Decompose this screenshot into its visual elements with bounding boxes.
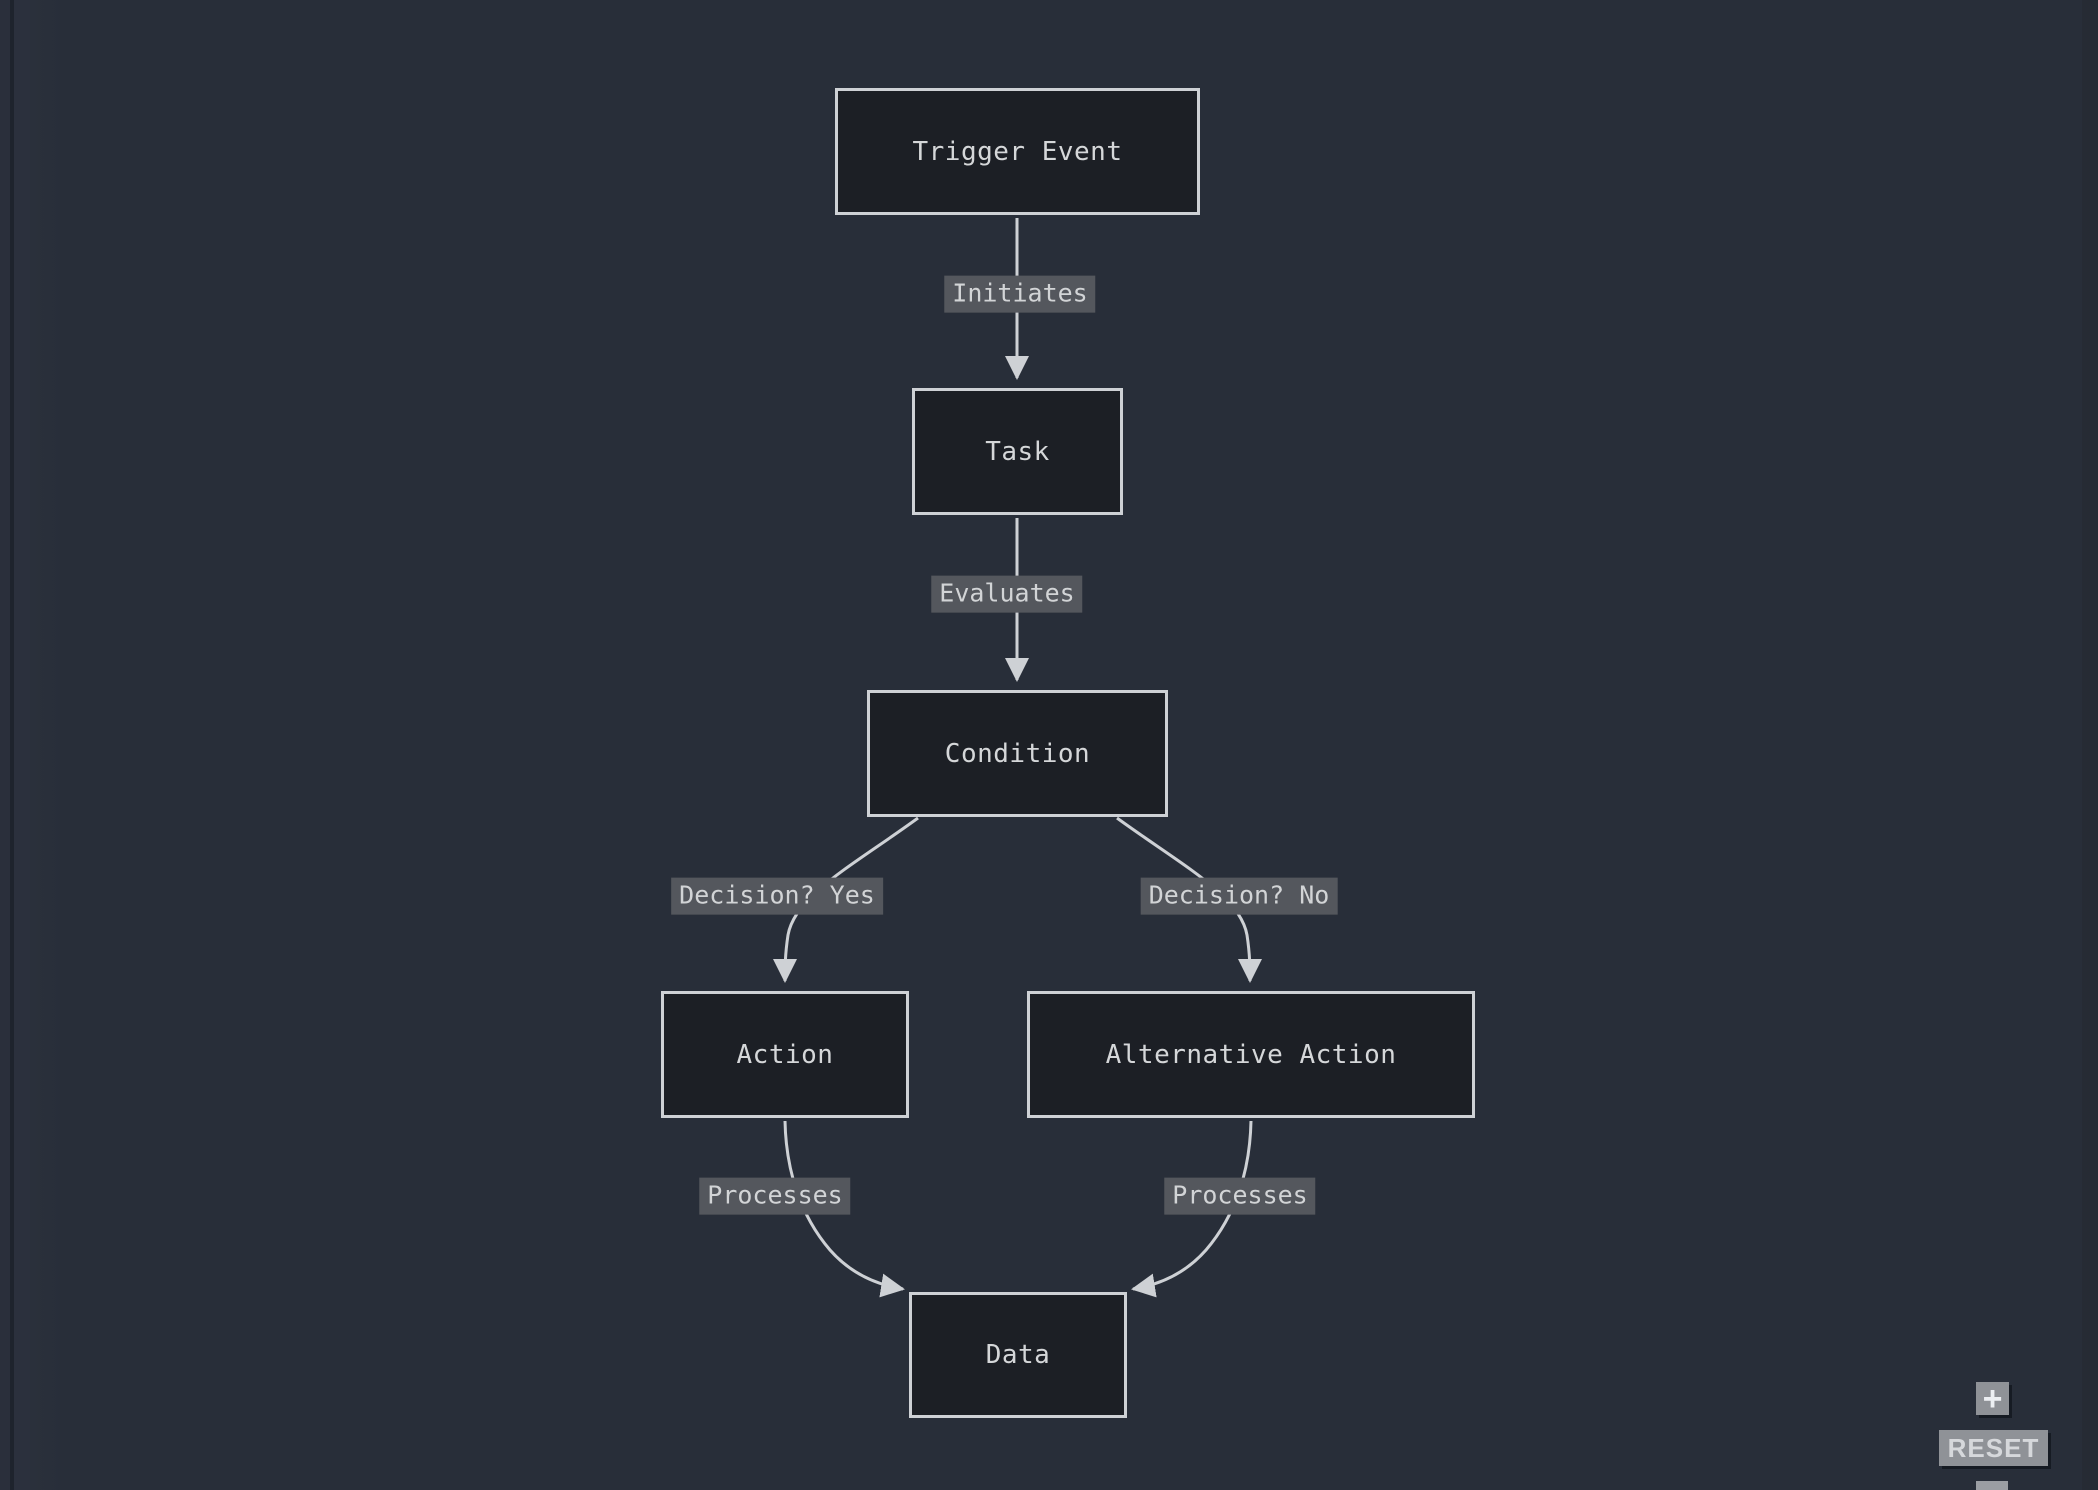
- node-alternative-action: Alternative Action: [1027, 991, 1475, 1118]
- node-trigger-event: Trigger Event: [835, 88, 1200, 215]
- node-action: Action: [661, 991, 909, 1118]
- edge-label-decision-no: Decision? No: [1140, 877, 1338, 915]
- edge-label-processes-left: Processes: [699, 1177, 851, 1215]
- edge-label-initiates: Initiates: [944, 275, 1096, 313]
- node-condition: Condition: [867, 690, 1168, 817]
- edge-alt-action-data: [1131, 1120, 1253, 1298]
- zoom-out-button-partial[interactable]: [1976, 1481, 2008, 1490]
- edge-label-processes-right: Processes: [1164, 1177, 1316, 1215]
- node-data: Data: [909, 1292, 1127, 1418]
- node-trigger-event-label: Trigger Event: [912, 136, 1123, 167]
- edge-condition-alt-action: [1116, 816, 1262, 983]
- edge-label-evaluates: Evaluates: [931, 575, 1083, 613]
- left-edge-fade: [30, 0, 66, 1490]
- node-task: Task: [912, 388, 1123, 515]
- reset-button[interactable]: RESET: [1939, 1430, 2048, 1466]
- edge-action-data: [783, 1120, 905, 1298]
- left-edge-band: [0, 0, 10, 1490]
- node-task-label: Task: [985, 436, 1050, 467]
- left-edge-divider: [10, 0, 14, 1490]
- node-action-label: Action: [736, 1039, 834, 1070]
- node-condition-label: Condition: [944, 738, 1091, 769]
- node-data-label: Data: [985, 1340, 1051, 1370]
- edge-condition-action: [773, 816, 919, 983]
- zoom-in-button[interactable]: +: [1976, 1382, 2009, 1416]
- edge-label-decision-yes: Decision? Yes: [671, 877, 883, 915]
- left-edge-band-inner: [14, 0, 30, 1490]
- right-edge-band: [2082, 0, 2098, 1490]
- node-alternative-action-label: Alternative Action: [1105, 1039, 1397, 1070]
